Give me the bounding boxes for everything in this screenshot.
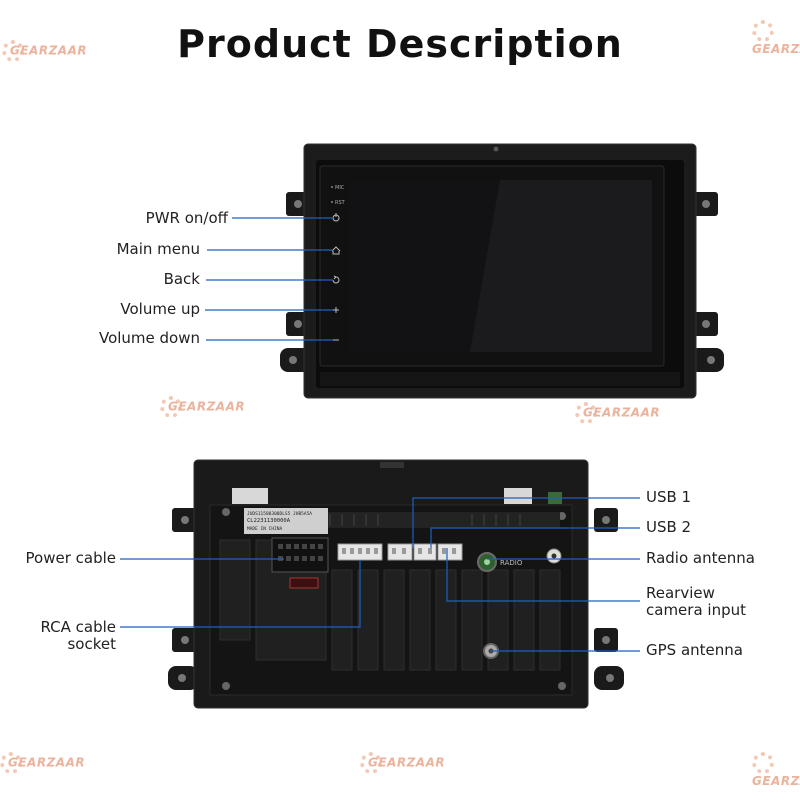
gear-icon: [160, 396, 182, 418]
sticker-line-2: CL2231130000A: [247, 518, 291, 524]
watermark-top-right: GEARZAAR: [752, 20, 800, 56]
back-unit: JUDS11580300DLS5 JHB5A5A CL2231130000A M…: [168, 459, 624, 709]
callout-radio-antenna: Radio antenna: [646, 549, 755, 567]
sticker-line-3: MADE IN CHINA: [247, 526, 283, 532]
watermark-bottom-right: GEARZAAR: [752, 752, 800, 788]
callout-volume-up: Volume up: [120, 300, 200, 318]
watermark-bottom-center: GEARZAAR: [360, 752, 445, 774]
radio-label: RADIO: [500, 559, 523, 567]
page-title: Product Description: [177, 22, 623, 66]
callout-rearview: Rearview: [646, 584, 715, 602]
gear-icon: [2, 40, 24, 62]
callout-usb1: USB 1: [646, 488, 692, 506]
callout-usb2: USB 2: [646, 518, 692, 536]
callout-camera-input: camera input: [646, 601, 746, 619]
sticker-line-1: JUDS11580300DLS5 JHB5A5A: [247, 511, 312, 517]
front-unit: MIC RST: [280, 143, 724, 399]
callout-gps-antenna: GPS antenna: [646, 641, 743, 659]
gear-icon: [752, 752, 774, 774]
rst-label: RST: [335, 200, 346, 206]
callout-power-cable: Power cable: [25, 549, 116, 567]
mic-label: MIC: [335, 185, 345, 191]
callout-back: Back: [163, 270, 200, 288]
callout-volume-down: Volume down: [98, 329, 200, 347]
watermark-mid-right: GEARZAAR: [575, 402, 660, 424]
callout-main-menu: Main menu: [116, 240, 200, 258]
watermark-mid-left: GEARZAAR: [160, 396, 245, 418]
gear-icon: [752, 20, 774, 42]
gear-icon: [360, 752, 382, 774]
front-callout-lines: [205, 217, 333, 341]
callout-pwr: PWR on/off: [145, 209, 228, 227]
callout-rca-socket: socket: [67, 635, 116, 653]
callout-rca-cable: RCA cable: [40, 618, 116, 636]
watermark-top-left: GEARZAAR: [2, 40, 87, 62]
watermark-bottom-left: GEARZAAR: [0, 752, 85, 774]
back-callout-lines: [120, 497, 640, 652]
gear-icon: [575, 402, 597, 424]
gear-icon: [0, 752, 22, 774]
